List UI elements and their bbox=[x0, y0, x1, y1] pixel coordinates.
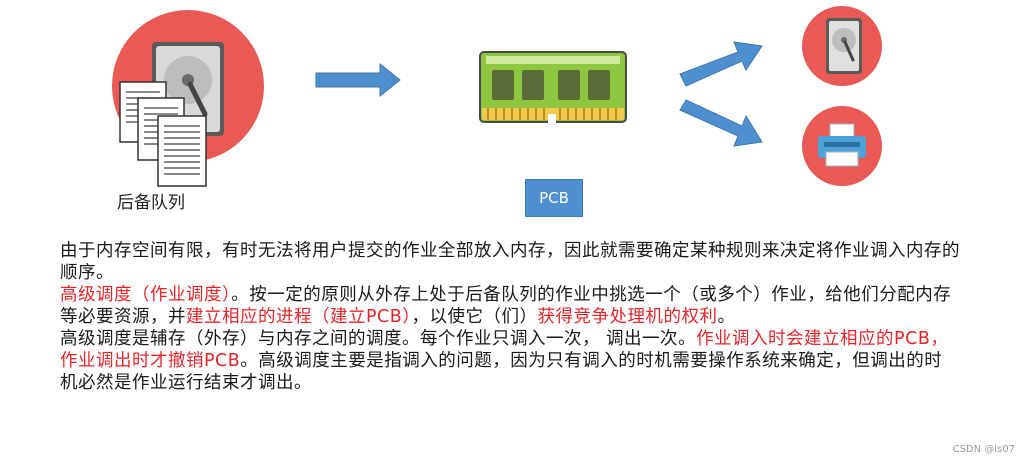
memory-module-icon bbox=[479, 51, 627, 124]
document-stack-icon bbox=[119, 81, 207, 187]
arrow-down-right-icon bbox=[679, 99, 763, 147]
hard-disk-icon bbox=[826, 18, 862, 74]
text-span: 。 bbox=[717, 307, 736, 327]
highlight-create-process: 建立相应的进程（建立PCB） bbox=[186, 307, 412, 327]
paragraph-scheduling-detail: 高级调度是辅存（外存）与内存之间的调度。每个作业只调入一次， 调出一次。作业调入… bbox=[60, 328, 960, 394]
text-span: 高级调度是辅存（外存）与内存之间的调度。每个作业只调入一次， 调出一次。 bbox=[60, 329, 697, 349]
highlight-pcb-lifecycle: 作业调入时会建立相应的PCB，作业调出时才撤销PCB bbox=[60, 329, 949, 371]
text-span: 。按一定的原则从外存上处于后备队列的作业中挑选一个（或多个）作业，给他们分配内存… bbox=[60, 285, 952, 327]
printer-icon bbox=[818, 123, 866, 167]
backup-queue-label: 后备队列 bbox=[117, 193, 185, 213]
term-high-level-scheduling: 高级调度（作业调度） bbox=[60, 285, 232, 305]
paragraph-intro: 由于内存空间有限，有时无法将用户提交的作业全部放入内存，因此就需要确定某种规则来… bbox=[60, 241, 960, 283]
paragraph-high-level-scheduling: 高级调度（作业调度）。按一定的原则从外存上处于后备队列的作业中挑选一个（或多个）… bbox=[60, 284, 960, 328]
arrow-up-right-icon bbox=[679, 41, 763, 87]
description-text: 由于内存空间有限，有时无法将用户提交的作业全部放入内存，因此就需要确定某种规则来… bbox=[60, 240, 960, 394]
text-span: ，以使它（们） bbox=[411, 307, 538, 327]
pcb-box: PCB bbox=[525, 179, 583, 217]
text-span: 。高级调度主要是指调入的问题，因为只有调入的时机需要操作系统来确定，但调出的时机… bbox=[60, 351, 943, 393]
watermark: CSDN @ls07 bbox=[952, 444, 1015, 455]
highlight-compete-processor: 获得竞争处理机的权利 bbox=[537, 307, 718, 327]
arrow-right-icon bbox=[315, 62, 401, 98]
